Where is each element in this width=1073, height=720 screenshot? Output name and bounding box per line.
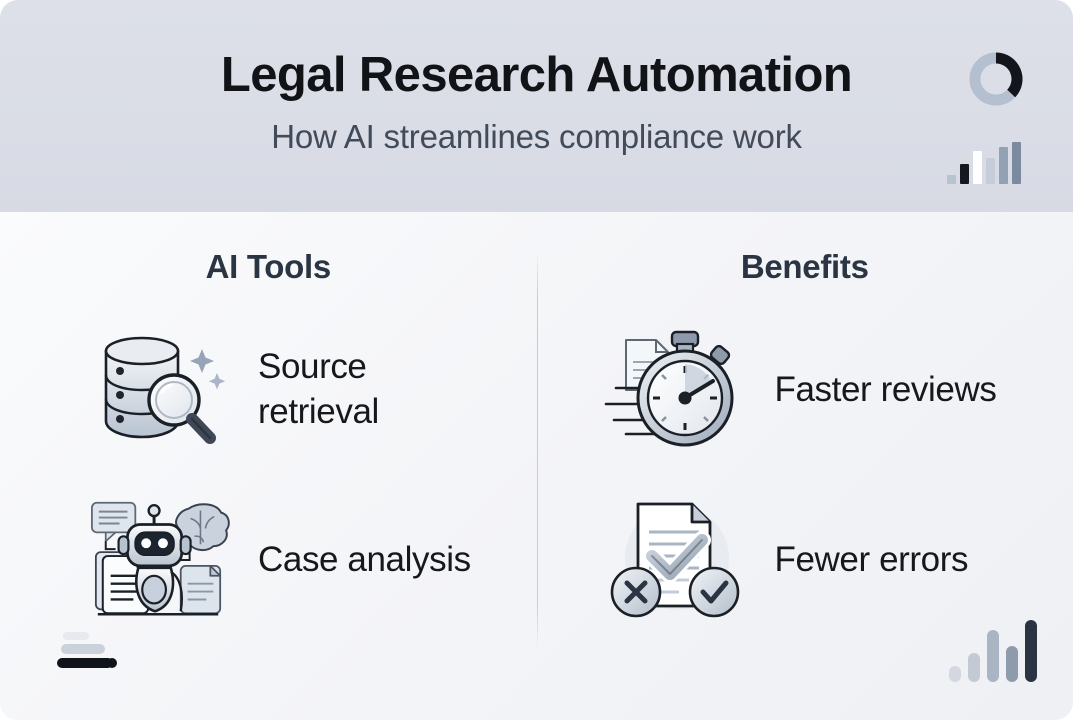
header-bar-chart-icon: [947, 140, 1021, 184]
column-heading-benefits: Benefits: [740, 248, 869, 285]
bar: [968, 653, 980, 682]
bar: [986, 158, 995, 184]
bar: [1012, 142, 1021, 184]
list-item: Faster reviews: [603, 320, 1073, 460]
column-benefits: Benefits: [537, 212, 1073, 720]
list-item: Source retrieval: [86, 320, 537, 460]
bar: [987, 630, 999, 682]
bar: [947, 175, 956, 184]
bar: [960, 164, 969, 184]
bar: [1025, 620, 1037, 682]
column-divider: [537, 250, 538, 650]
stopwatch-document-icon: [603, 325, 751, 455]
column-ai-tools: AI Tools: [0, 212, 537, 720]
list-item-label: Case analysis: [258, 539, 471, 579]
footer-lines-icon: [55, 630, 117, 675]
list-item: Case analysis: [86, 490, 537, 630]
robot-documents-icon: [86, 495, 234, 625]
list-item-label: Source retrieval: [258, 347, 379, 431]
footer-bar-chart-icon: [949, 620, 1037, 682]
page-title: Legal Research Automation: [220, 48, 853, 102]
header-banner: Legal Research Automation How AI streaml…: [0, 0, 1073, 212]
column-heading-ai-tools: AI Tools: [205, 248, 332, 285]
list-item: Fewer errors: [603, 490, 1073, 630]
document-checkmark-icon: [603, 495, 751, 625]
list-item-label: Faster reviews: [774, 369, 997, 409]
header-text-block: Legal Research Automation How AI streaml…: [0, 48, 1073, 156]
content-area: AI Tools: [0, 212, 1073, 720]
bar: [999, 147, 1008, 184]
donut-chart-icon: [967, 50, 1025, 113]
database-search-icon: [86, 325, 234, 455]
list-item-label: Fewer errors: [774, 539, 969, 579]
page-subtitle: How AI streamlines compliance work: [271, 118, 802, 156]
bar: [973, 151, 982, 184]
bar: [1006, 646, 1018, 682]
bar: [949, 666, 961, 682]
